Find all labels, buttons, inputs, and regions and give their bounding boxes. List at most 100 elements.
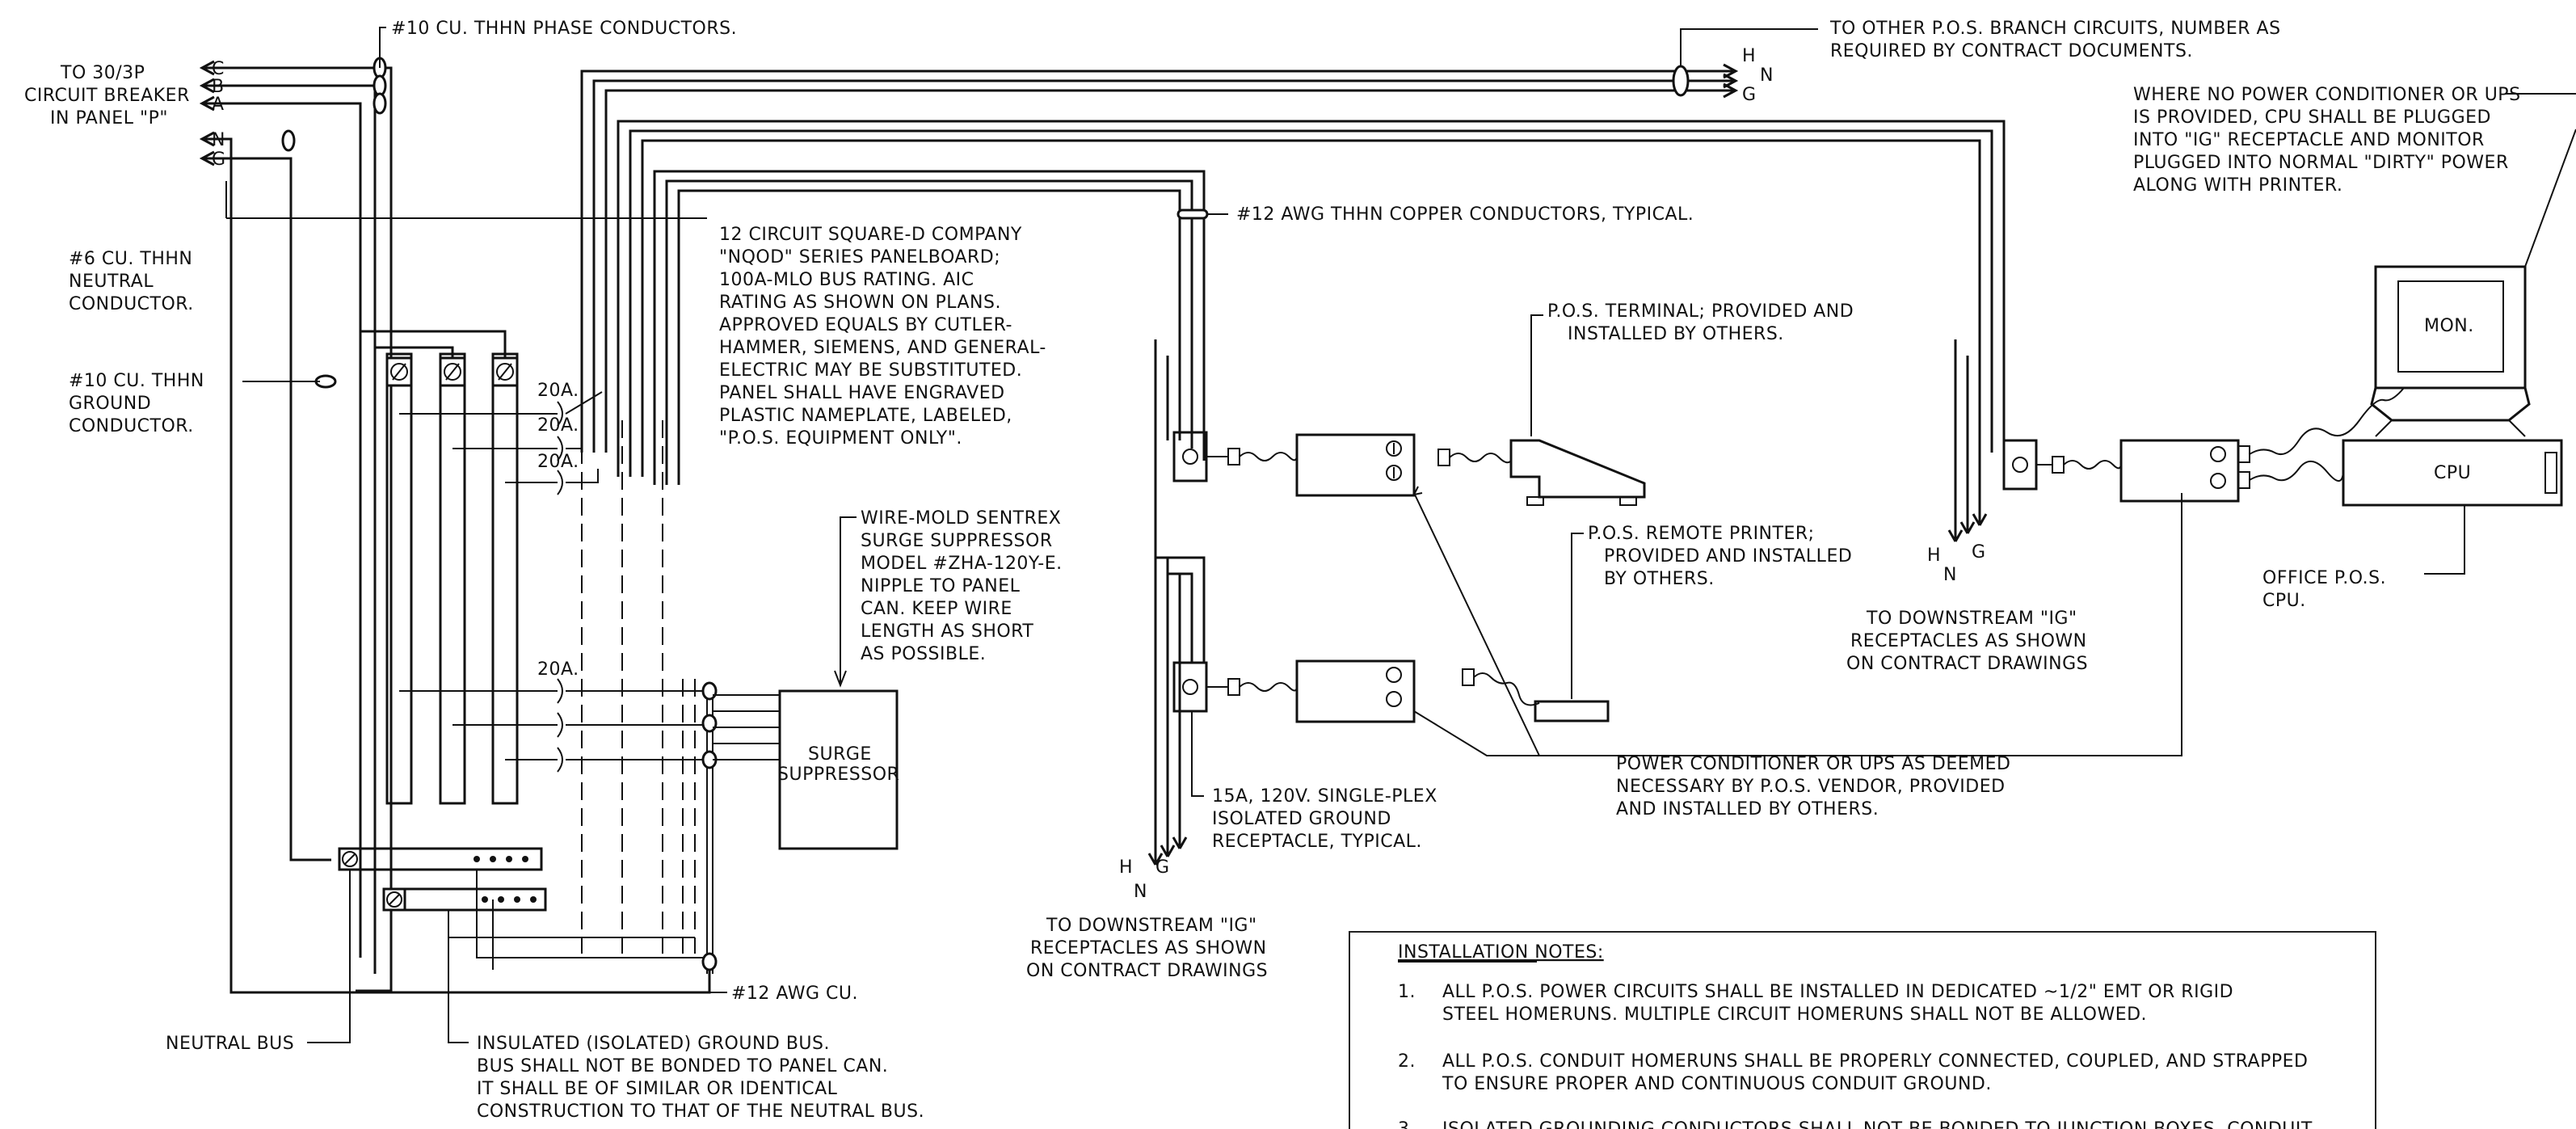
- svg-text:"P.O.S. EQUIPMENT ONLY".: "P.O.S. EQUIPMENT ONLY".: [719, 428, 962, 449]
- panelboard-label: 12 CIRCUIT SQUARE-D COMPANY "NQOD" SERIE…: [719, 225, 1046, 449]
- svg-text:PLASTIC NAMEPLATE, LABELED,: PLASTIC NAMEPLATE, LABELED,: [719, 406, 1012, 426]
- cpu-label: CPU: [2434, 463, 2471, 483]
- svg-text:"NQOD" SERIES PANELBOARD;: "NQOD" SERIES PANELBOARD;: [719, 247, 1000, 268]
- svg-text:INSULATED (ISOLATED) GROUND BU: INSULATED (ISOLATED) GROUND BUS.: [477, 1034, 830, 1054]
- svg-text:#6 CU. THHN: #6 CU. THHN: [69, 249, 192, 269]
- pos-station-2: [1147, 517, 1610, 866]
- note-3-number: 3.: [1398, 1119, 1416, 1129]
- svg-text:PANEL SHALL HAVE ENGRAVED: PANEL SHALL HAVE ENGRAVED: [719, 383, 1005, 403]
- note-3-line-1: ISOLATED GROUNDING CONDUCTORS SHALL NOT …: [1442, 1119, 2313, 1129]
- breaker-label-2: 20A.: [537, 415, 579, 436]
- hng-left-n: N: [1134, 882, 1147, 902]
- neutral-conductor-label: #6 CU. THHN NEUTRAL CONDUCTOR.: [69, 249, 194, 314]
- hng-left-g: G: [1155, 857, 1170, 878]
- svg-text:POWER CONDITIONER OR UPS AS DE: POWER CONDITIONER OR UPS AS DEEMED: [1616, 754, 2010, 774]
- office-pos-station: [1947, 93, 2576, 575]
- to-breaker-label: TO 30/3P CIRCUIT BREAKER IN PANEL "P": [24, 63, 190, 128]
- branch-circuit-conductors: [580, 63, 2006, 485]
- power-conditioner-leader: [1412, 486, 2182, 756]
- pos-station-1: [1154, 314, 1646, 517]
- downstream-label-right: TO DOWNSTREAM "IG" RECEPTACLES AS SHOWN …: [1846, 609, 2088, 674]
- svg-text:100A-MLO BUS RATING. AIC: 100A-MLO BUS RATING. AIC: [719, 270, 974, 290]
- phase-letter-c: C: [212, 59, 225, 79]
- phase-letter-g: G: [212, 150, 226, 170]
- svg-text:CIRCUIT BREAKER: CIRCUIT BREAKER: [24, 86, 190, 106]
- power-conditioner-office: [2119, 439, 2240, 503]
- phase-letter-n: N: [212, 130, 225, 150]
- svg-text:REQUIRED BY CONTRACT DOCUMENTS: REQUIRED BY CONTRACT DOCUMENTS.: [1830, 41, 2193, 61]
- hng-top-n: N: [1760, 65, 1774, 86]
- hng-right-h: H: [1927, 546, 1941, 566]
- svg-text:INTO "IG" RECEPTACLE AND MONIT: INTO "IG" RECEPTACLE AND MONITOR: [2133, 130, 2485, 150]
- ground-conductor-label: #10 CU. THHN GROUND CONDUCTOR.: [69, 371, 204, 436]
- ground-bus-label: INSULATED (ISOLATED) GROUND BUS. BUS SHA…: [477, 1034, 924, 1122]
- svg-text:#10 CU. THHN: #10 CU. THHN: [69, 371, 204, 391]
- power-conditioner-label: POWER CONDITIONER OR UPS AS DEEMED NECES…: [1616, 754, 2010, 819]
- note-1-line-1: ALL P.O.S. POWER CIRCUITS SHALL BE INSTA…: [1442, 982, 2233, 1002]
- power-conditioner-1: [1295, 433, 1416, 497]
- surge-box-label-2: SUPPRESSOR: [777, 765, 899, 785]
- svg-text:RECEPTACLES AS SHOWN: RECEPTACLES AS SHOWN: [1030, 938, 1267, 958]
- svg-text:15A, 120V. SINGLE-PLEX: 15A, 120V. SINGLE-PLEX: [1212, 786, 1437, 807]
- svg-text:NECESSARY BY P.O.S. VENDOR, PR: NECESSARY BY P.O.S. VENDOR, PROVIDED: [1616, 777, 2006, 797]
- office-cpu-label: OFFICE P.O.S. CPU.: [2262, 568, 2386, 611]
- svg-text:NIPPLE TO PANEL: NIPPLE TO PANEL: [861, 576, 1021, 596]
- svg-text:ISOLATED GROUND: ISOLATED GROUND: [1212, 809, 1391, 829]
- note-1-number: 1.: [1398, 982, 1416, 1002]
- svg-text:BY OTHERS.: BY OTHERS.: [1604, 569, 1715, 589]
- svg-text:TO DOWNSTREAM "IG": TO DOWNSTREAM "IG": [1046, 916, 1257, 936]
- svg-text:CONSTRUCTION TO THAT OF THE NE: CONSTRUCTION TO THAT OF THE NEUTRAL BUS.: [477, 1102, 924, 1122]
- breaker-label-1: 20A.: [537, 381, 579, 401]
- phase-conductors-label: #10 CU. THHN PHASE CONDUCTORS.: [391, 19, 737, 39]
- svg-text:MODEL #ZHA-120Y-E.: MODEL #ZHA-120Y-E.: [861, 554, 1063, 574]
- monitor-label: MON.: [2424, 316, 2474, 336]
- power-conditioner-2: [1295, 659, 1416, 723]
- cpu: [2342, 439, 2563, 507]
- note-2-number: 2.: [1398, 1051, 1416, 1072]
- phase-letters: C B A N G: [212, 59, 226, 170]
- svg-text:CAN. KEEP WIRE: CAN. KEEP WIRE: [861, 599, 1012, 619]
- panelboard: [229, 158, 780, 994]
- hng-right-g: G: [1972, 542, 1986, 562]
- breaker-label-4: 20A.: [537, 659, 579, 680]
- svg-text:GROUND: GROUND: [69, 394, 151, 414]
- svg-text:12 CIRCUIT SQUARE-D COMPANY: 12 CIRCUIT SQUARE-D COMPANY: [719, 225, 1022, 245]
- other-circuits-label: TO OTHER P.O.S. BRANCH CIRCUITS, NUMBER …: [1829, 19, 2280, 61]
- svg-text:LENGTH AS SHORT: LENGTH AS SHORT: [861, 621, 1033, 642]
- svg-text:SURGE SUPPRESSOR: SURGE SUPPRESSOR: [861, 531, 1053, 551]
- svg-text:APPROVED EQUALS BY CUTLER-: APPROVED EQUALS BY CUTLER-: [719, 315, 1012, 335]
- hng-top-g: G: [1742, 85, 1757, 105]
- svg-text:PROVIDED AND INSTALLED: PROVIDED AND INSTALLED: [1604, 546, 1852, 567]
- svg-text:CONDUCTOR.: CONDUCTOR.: [69, 416, 194, 436]
- svg-text:HAMMER, SIEMENS, AND GENERAL-: HAMMER, SIEMENS, AND GENERAL-: [719, 338, 1046, 358]
- svg-text:TO DOWNSTREAM "IG": TO DOWNSTREAM "IG": [1866, 609, 2077, 629]
- svg-text:WHERE NO POWER CONDITIONER OR: WHERE NO POWER CONDITIONER OR UPS: [2133, 85, 2521, 105]
- note-1-line-2: STEEL HOMERUNS. MULTIPLE CIRCUIT HOMERUN…: [1442, 1005, 2147, 1025]
- awg12-label: #12 AWG CU.: [731, 984, 858, 1004]
- no-conditioner-label: WHERE NO POWER CONDITIONER OR UPS IS PRO…: [2133, 85, 2521, 196]
- svg-text:NEUTRAL: NEUTRAL: [69, 272, 154, 292]
- svg-text:PLUGGED INTO NORMAL "DIRTY" PO: PLUGGED INTO NORMAL "DIRTY" POWER: [2133, 153, 2509, 173]
- surge-suppressor-box: [778, 689, 899, 850]
- svg-text:P.O.S. TERMINAL; PROVIDED AND: P.O.S. TERMINAL; PROVIDED AND: [1547, 301, 1854, 322]
- bus-bar-b: [439, 352, 466, 805]
- svg-text:OFFICE P.O.S.: OFFICE P.O.S.: [2262, 568, 2386, 588]
- receptacle-label: 15A, 120V. SINGLE-PLEX ISOLATED GROUND R…: [1212, 786, 1437, 852]
- neutral-bus-label: NEUTRAL BUS: [166, 1034, 294, 1054]
- surge-description-label: WIRE-MOLD SENTREX SURGE SUPPRESSOR MODEL…: [861, 508, 1063, 664]
- svg-text:BUS SHALL NOT BE BONDED TO PAN: BUS SHALL NOT BE BONDED TO PANEL CAN.: [477, 1056, 888, 1076]
- svg-text:RECEPTACLES AS SHOWN: RECEPTACLES AS SHOWN: [1850, 631, 2087, 651]
- svg-text:TO 30/3P: TO 30/3P: [60, 63, 145, 83]
- svg-text:ON CONTRACT DRAWINGS: ON CONTRACT DRAWINGS: [1026, 961, 1268, 981]
- svg-text:WIRE-MOLD SENTREX: WIRE-MOLD SENTREX: [861, 508, 1061, 529]
- svg-text:CPU.: CPU.: [2262, 591, 2306, 611]
- incoming-conductors: [199, 27, 707, 992]
- monitor: [2374, 265, 2527, 390]
- pos-printer-label: P.O.S. REMOTE PRINTER; PROVIDED AND INST…: [1588, 524, 1852, 589]
- svg-text:AND INSTALLED BY OTHERS.: AND INSTALLED BY OTHERS.: [1616, 799, 1879, 819]
- svg-text:ON CONTRACT DRAWINGS: ON CONTRACT DRAWINGS: [1846, 654, 2088, 674]
- ig-receptacle-office: [2002, 439, 2038, 491]
- svg-text:IT SHALL BE OF SIMILAR OR IDEN: IT SHALL BE OF SIMILAR OR IDENTICAL: [477, 1079, 838, 1099]
- svg-text:CONDUCTOR.: CONDUCTOR.: [69, 294, 194, 314]
